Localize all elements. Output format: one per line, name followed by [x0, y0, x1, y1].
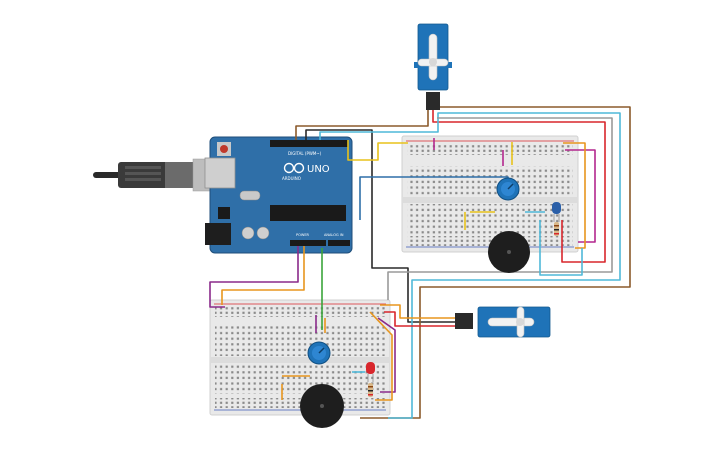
wire-orange-diag [369, 311, 393, 401]
breadboard-bottom [209, 299, 391, 416]
wire-orange-servo [380, 304, 456, 319]
piezo-buzzer-top[interactable] [488, 231, 530, 273]
wire-purple-left [209, 246, 299, 308]
potentiometer-bottom[interactable] [307, 341, 331, 365]
blue-led[interactable] [552, 202, 561, 222]
wire-cyan-long [319, 112, 621, 419]
servo-horn-icon [417, 33, 449, 81]
arduino-model-label: UNO [307, 164, 330, 175]
wire-purple-bottom [377, 317, 396, 393]
wire-yellow-top [347, 140, 408, 161]
wire-brown [295, 106, 631, 419]
analog-label: ANALOG IN [324, 233, 344, 237]
servo-horn-icon [487, 306, 535, 338]
breadboard-top [401, 135, 579, 253]
arduino-brand-label: ARDUINO [282, 176, 301, 181]
wire-gray [387, 117, 613, 300]
wire-red-top [432, 107, 606, 263]
wire-orange-right [563, 142, 586, 249]
arduino-logo-icon [283, 162, 305, 174]
resistor-top[interactable] [554, 222, 559, 236]
servo-right[interactable] [455, 306, 551, 338]
power-label: POWER [296, 233, 310, 237]
servo-top[interactable] [414, 23, 452, 110]
arduino-uno[interactable]: UNO ARDUINO DIGITAL (PWM~) POWER ANALOG … [204, 136, 353, 254]
usb-cable [93, 158, 229, 192]
wire-orange-left [221, 246, 305, 305]
potentiometer-top[interactable] [496, 177, 520, 201]
wire-black [305, 129, 456, 323]
piezo-buzzer-bottom[interactable] [300, 384, 344, 428]
red-led[interactable] [366, 362, 375, 382]
wire-red-servo [384, 311, 456, 327]
wire-magenta-right [565, 149, 596, 243]
digital-header-label: DIGITAL (PWM~) [288, 151, 322, 156]
resistor-bottom[interactable] [368, 383, 373, 397]
wire-lightblue [539, 220, 583, 276]
wires [209, 106, 631, 419]
